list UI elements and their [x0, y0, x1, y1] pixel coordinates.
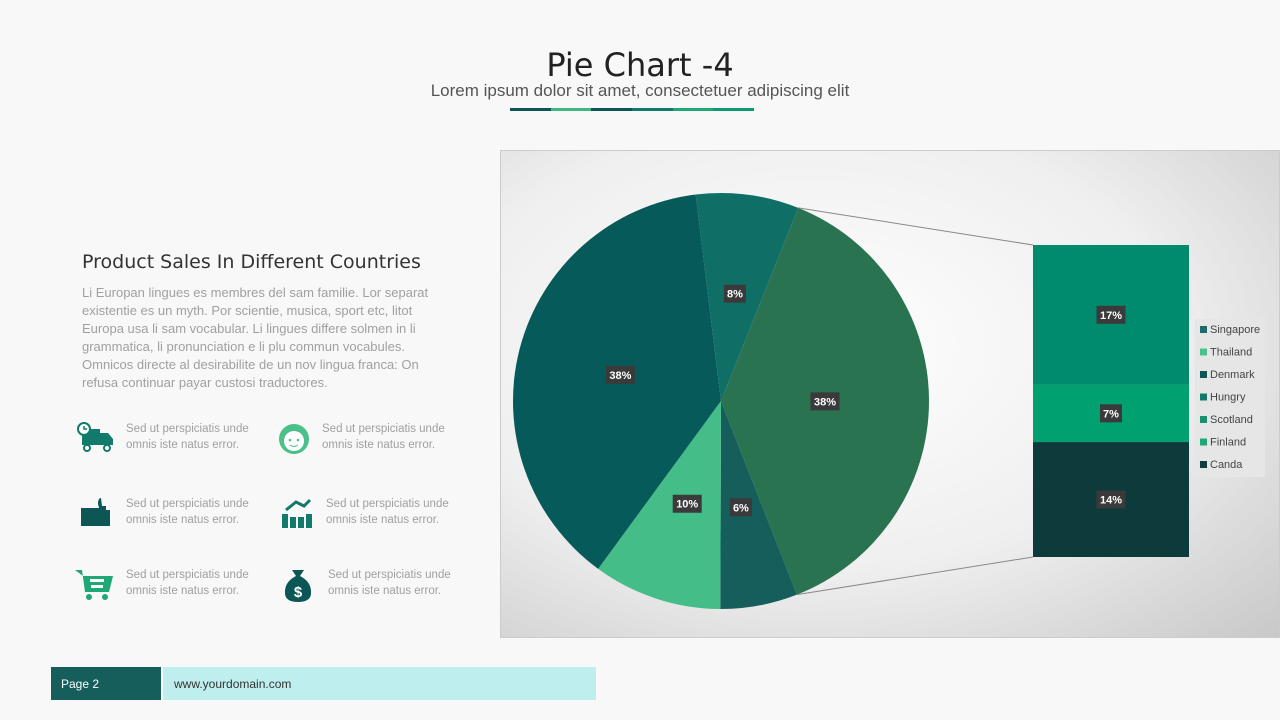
- feature-item: Sed ut perspiciatis unde omnis iste natu…: [76, 421, 276, 455]
- pie-data-label-bg: [605, 365, 635, 384]
- pie-data-label: 6%: [733, 502, 749, 514]
- feature-text: Sed ut perspiciatis unde omnis iste natu…: [322, 423, 445, 451]
- feature-item: $ Sed ut perspiciatis unde omnis iste na…: [278, 567, 478, 605]
- pie-slice-thailand: [720, 401, 797, 609]
- feature-item: Sed ut perspiciatis unde omnis iste natu…: [276, 496, 476, 530]
- legend-swatch: [1200, 461, 1207, 468]
- delivery-truck-icon: [77, 422, 113, 452]
- legend-swatch: [1200, 348, 1207, 356]
- money-bag-icon: $: [284, 570, 312, 602]
- pie-slice-denmark: [598, 401, 721, 609]
- feature-item: Sed ut perspiciatis unde omnis iste natu…: [76, 496, 276, 530]
- legend-swatch: [1200, 371, 1207, 378]
- pie-of-bar-chart: 8% 38% 6% 10% 38% 17% 7% 14% SingaporeThailandDe…: [513, 193, 1265, 609]
- legend-label: Scotland: [1210, 414, 1253, 426]
- bar-data-label-bg: [1096, 490, 1126, 509]
- pie-data-label: 38%: [814, 396, 836, 408]
- legend-swatch: [1200, 393, 1207, 401]
- pie-data-label-bg: [672, 494, 702, 513]
- svg-text:$: $: [294, 584, 303, 601]
- pie-data-label: 8%: [727, 289, 743, 301]
- pie-data-label-bg: [810, 392, 840, 411]
- bar-data-label: 7%: [1103, 408, 1119, 420]
- legend-label: Hungry: [1210, 392, 1246, 404]
- legend-label: Finland: [1210, 437, 1246, 449]
- page-title: Pie Chart -4: [546, 46, 734, 84]
- legend-label: Thailand: [1210, 347, 1252, 359]
- footer-url[interactable]: www.yourdomain.com: [163, 667, 596, 700]
- pie-data-label: 10%: [676, 499, 698, 511]
- legend-swatch: [1200, 438, 1207, 446]
- bar-data-label-bg: [1096, 305, 1126, 324]
- legend-label: Singapore: [1210, 324, 1260, 336]
- section-heading: Product Sales In Different Countries: [82, 251, 421, 273]
- legend-swatch: [1200, 326, 1207, 333]
- section-paragraph: Li Europan lingues es membres del sam fa…: [82, 285, 429, 390]
- connector-line-bottom: [796, 556, 1034, 596]
- bar-data-label-bg: [1100, 404, 1122, 423]
- feature-text: Sed ut perspiciatis unde omnis iste natu…: [126, 569, 249, 597]
- title-underline: [510, 108, 755, 111]
- feature-text: Sed ut perspiciatis unde omnis iste natu…: [326, 498, 449, 526]
- support-agent-icon: [279, 424, 309, 454]
- thumbs-up-icon: [81, 498, 110, 526]
- handshake-chart-icon: [282, 498, 312, 528]
- legend-label: Denmark: [1210, 369, 1255, 381]
- connector-line-top: [798, 207, 1034, 246]
- pie-data-label: 38%: [609, 370, 631, 382]
- feature-text: Sed ut perspiciatis unde omnis iste natu…: [328, 569, 451, 597]
- page-number: Page 2: [51, 667, 161, 700]
- shopping-cart-icon: [75, 570, 113, 600]
- feature-text: Sed ut perspiciatis unde omnis iste natu…: [126, 423, 249, 451]
- pie-slice-singapore: [695, 193, 799, 401]
- feature-item: Sed ut perspiciatis unde omnis iste natu…: [276, 421, 476, 457]
- pie-data-label-bg: [729, 498, 752, 517]
- legend-label: Canda: [1210, 459, 1243, 471]
- bar-data-label: 14%: [1100, 495, 1122, 507]
- page-subtitle: Lorem ipsum dolor sit amet, consectetuer…: [430, 81, 850, 100]
- legend-swatch: [1200, 416, 1207, 423]
- feature-text: Sed ut perspiciatis unde omnis iste natu…: [126, 498, 249, 526]
- bar-data-label: 17%: [1100, 310, 1122, 322]
- pie-data-label-bg: [723, 284, 746, 303]
- feature-item: Sed ut perspiciatis unde omnis iste natu…: [74, 567, 274, 601]
